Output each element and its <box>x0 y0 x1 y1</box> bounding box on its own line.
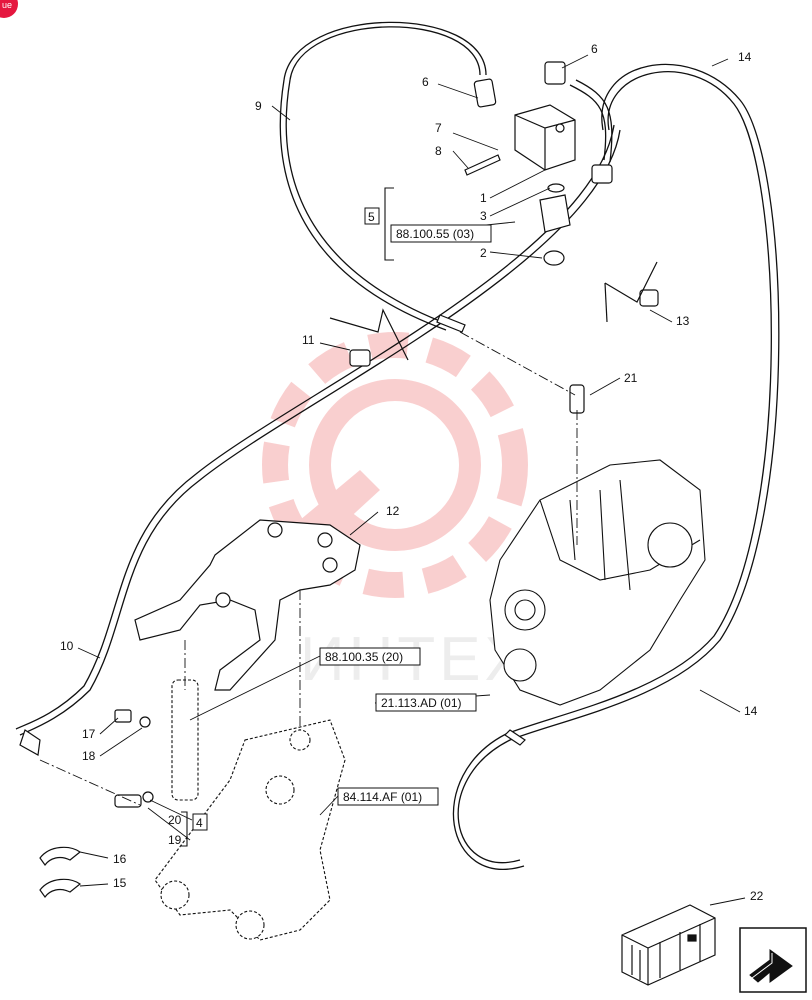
callout-18: 18 <box>82 749 96 763</box>
callout-17: 17 <box>82 727 96 741</box>
ref-link-84-114-af[interactable]: 84.114.AF (01) <box>337 787 439 806</box>
hoses <box>15 21 780 870</box>
ref-link-88-100-35-label: 88.100.35 (20) <box>325 650 403 664</box>
group-box-5-label: 5 <box>368 210 375 224</box>
callout-19: 19 <box>168 833 182 847</box>
group-bracket-4 <box>181 811 188 847</box>
next-page-arrow-icon[interactable] <box>739 927 807 993</box>
corner-badge-label: ue <box>2 0 12 10</box>
callout-15: 15 <box>113 876 127 890</box>
hose-14 <box>457 64 780 864</box>
group-box-4[interactable]: 4 <box>192 813 208 831</box>
center-lines <box>39 331 578 806</box>
callout-20: 20 <box>168 813 182 827</box>
group-box-4-label: 4 <box>196 816 203 830</box>
break-marks <box>329 261 658 361</box>
fittings <box>19 289 659 899</box>
callout-2: 2 <box>480 246 487 260</box>
valve-block <box>464 61 613 266</box>
callout-6: 6 <box>422 75 429 89</box>
callout-3: 3 <box>480 209 487 223</box>
callout-21: 21 <box>624 371 638 385</box>
callout-1: 1 <box>480 191 487 205</box>
crate-icon <box>621 904 716 986</box>
hose-9 <box>285 26 481 326</box>
ref-link-21-113-ad[interactable]: 21.113.AD (01) <box>375 693 477 712</box>
group-box-5[interactable]: 5 <box>364 207 380 225</box>
corner-badge[interactable]: ue <box>0 0 18 18</box>
callout-7: 7 <box>435 121 442 135</box>
bracket-12 <box>134 519 361 691</box>
transmission-housing <box>489 459 706 706</box>
callout-10: 10 <box>60 639 74 653</box>
hose-10 <box>19 129 621 736</box>
group-bracket-5 <box>384 187 394 261</box>
cylinder <box>171 679 199 801</box>
ref-link-88-100-55[interactable]: 88.100.55 (03) <box>390 224 492 243</box>
callout-16: 16 <box>113 852 127 866</box>
callout-14: 14 <box>738 50 752 64</box>
callout-9: 9 <box>255 99 262 113</box>
ref-link-21-113-ad-label: 21.113.AD (01) <box>381 696 462 710</box>
ref-link-88-100-35[interactable]: 88.100.35 (20) <box>319 647 421 666</box>
callout-8: 8 <box>435 144 442 158</box>
callout-13: 13 <box>676 314 690 328</box>
callout-22: 22 <box>750 889 764 903</box>
ref-link-84-114-af-label: 84.114.AF (01) <box>343 790 422 804</box>
ref-link-88-100-55-label: 88.100.55 (03) <box>396 227 474 241</box>
callout-11: 11 <box>302 333 315 347</box>
leader-lines <box>77 54 746 906</box>
callout-14: 14 <box>744 704 758 718</box>
callout-12: 12 <box>386 504 400 518</box>
callout-6: 6 <box>591 42 598 56</box>
